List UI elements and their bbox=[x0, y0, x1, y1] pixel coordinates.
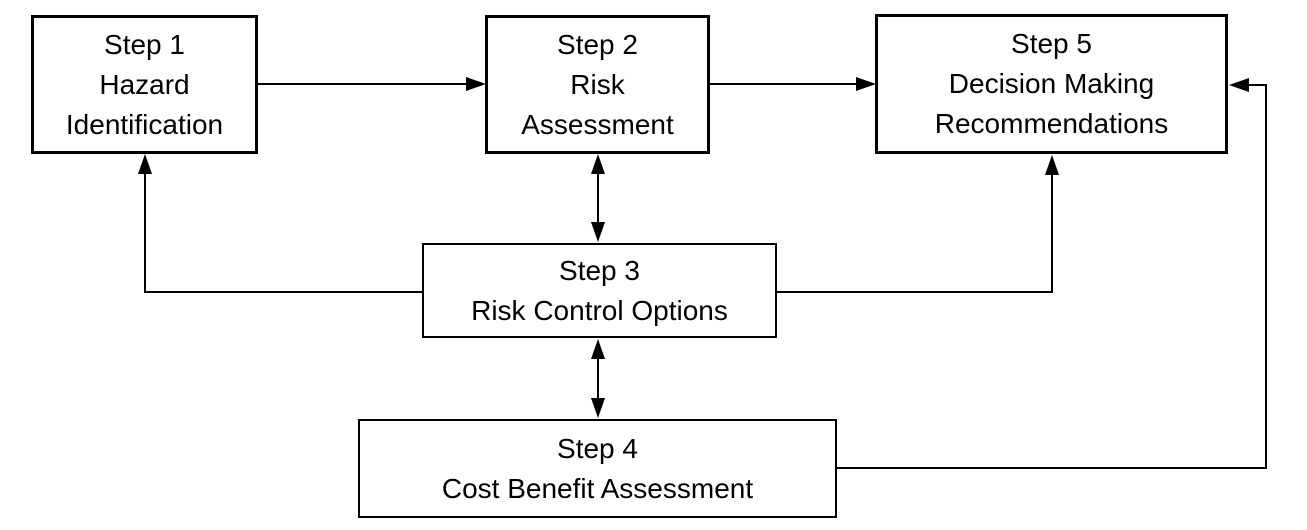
step-4-title: Step 4 bbox=[557, 432, 638, 464]
arrow-step3-to-step1 bbox=[144, 158, 422, 293]
arrow-step3-to-step5 bbox=[777, 159, 1053, 293]
step-3-label-line: Risk Control Options bbox=[471, 294, 728, 326]
step-4-label-line: Cost Benefit Assessment bbox=[441, 472, 754, 504]
step-2-label-line: Assessment bbox=[521, 108, 674, 140]
step-1-label-line: Identification bbox=[65, 108, 224, 140]
arrowhead-into-step2-bottom bbox=[591, 154, 605, 174]
arrowhead-into-step3-bottom bbox=[591, 339, 605, 359]
step-2-title: Step 2 bbox=[557, 28, 638, 60]
step-2-box: Step 2 Risk Assessment bbox=[485, 15, 710, 154]
arrow-step4-to-step5 bbox=[837, 84, 1267, 469]
arrowhead-into-step5-bottom bbox=[1045, 155, 1059, 175]
step-5-box: Step 5 Decision Making Recommendations bbox=[875, 14, 1228, 154]
step-1-title: Step 1 bbox=[104, 28, 185, 60]
step-1-label-line: Hazard bbox=[99, 68, 190, 100]
arrowhead-into-step5-right bbox=[1229, 78, 1249, 92]
step-3-title: Step 3 bbox=[559, 254, 640, 286]
arrowhead-into-step1-bottom bbox=[138, 154, 152, 174]
step-3-box: Step 3 Risk Control Options bbox=[422, 243, 777, 338]
step-5-label-line: Decision Making bbox=[948, 68, 1155, 99]
step-5-title: Step 5 bbox=[1011, 28, 1092, 59]
step-5-label-line: Recommendations bbox=[934, 108, 1169, 139]
arrowhead-step1-to-step2 bbox=[466, 77, 486, 91]
step-4-box: Step 4 Cost Benefit Assessment bbox=[358, 419, 837, 518]
arrowhead-into-step4-top bbox=[591, 398, 605, 418]
arrowhead-into-step3-top bbox=[591, 222, 605, 242]
step-1-box: Step 1 Hazard Identification bbox=[31, 15, 258, 154]
step-2-label-line: Risk bbox=[570, 68, 625, 100]
arrowhead-step2-to-step5 bbox=[856, 77, 876, 91]
